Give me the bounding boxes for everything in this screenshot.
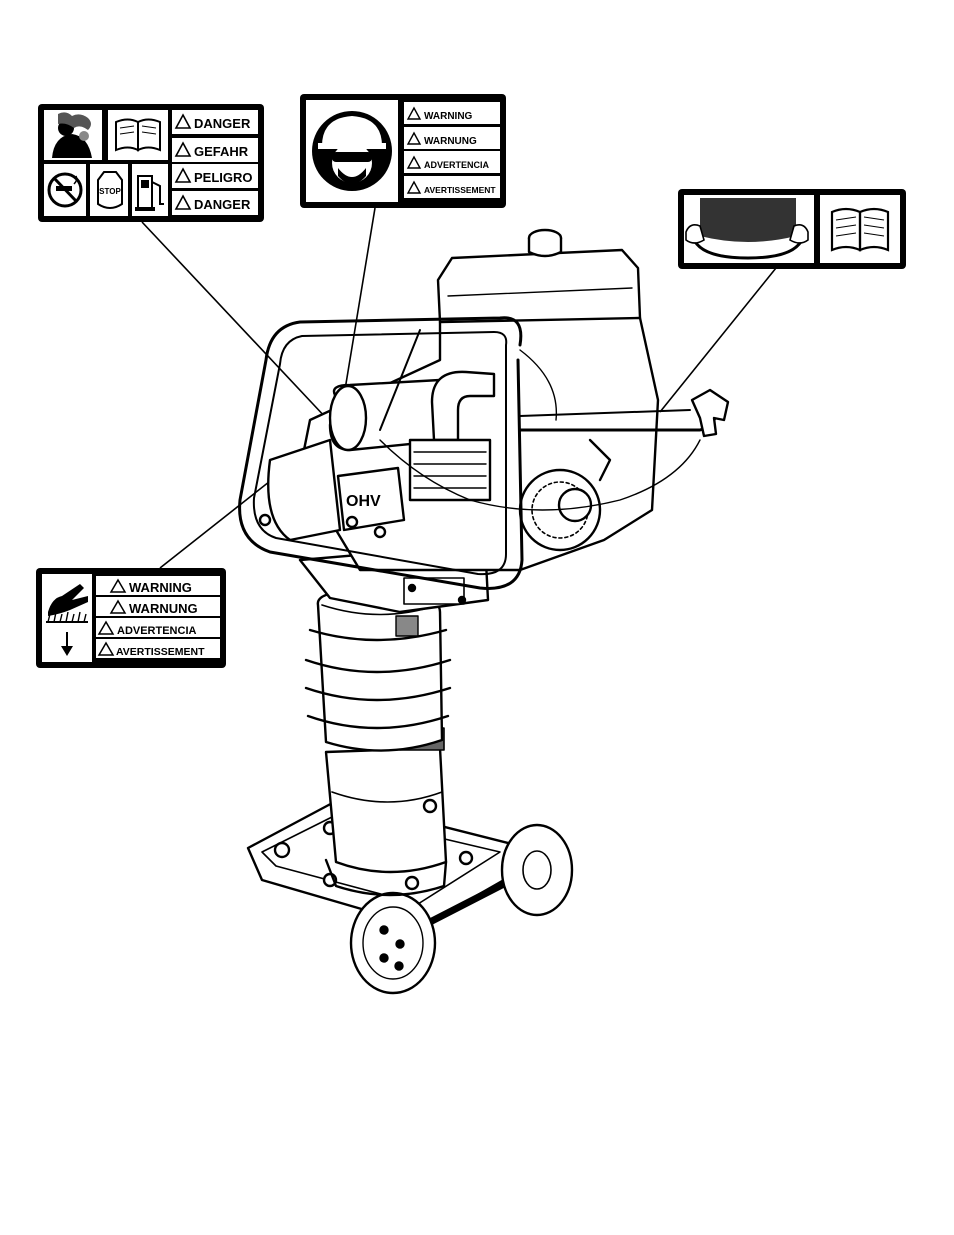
ppe-label-4: AVERTISSEMENT (424, 185, 496, 195)
manual-book-icon (830, 207, 890, 252)
hand-label-3: ADVERTENCIA (117, 625, 197, 637)
decal-ppe-warning: WARNING WARNUNG ADVERTENCIA AVERTISSEMEN… (300, 94, 506, 208)
warning-triangle-icon (97, 578, 127, 656)
ppe-label-2: WARNUNG (424, 136, 477, 147)
transport-wheels (349, 823, 574, 995)
danger-label-1: DANGER (194, 116, 251, 131)
warning-triangle-icon (406, 106, 422, 194)
ppe-label-3: ADVERTENCIA (424, 160, 490, 170)
decal-hand-warning: WARNING WARNUNG ADVERTENCIA AVERTISSEMEN… (36, 568, 226, 668)
hand-label-4: AVERTISSEMENT (116, 646, 205, 658)
hand-label-1: WARNING (129, 580, 192, 595)
no-smoking-icon (47, 172, 83, 208)
hard-hat-goggles-mask-icon (312, 111, 392, 191)
exhaust-fumes-icon (52, 112, 92, 158)
fuel-pump-icon (135, 175, 164, 211)
hand-label-2: WARNUNG (129, 601, 198, 616)
danger-label-3: PELIGRO (194, 170, 253, 185)
hand-crush-icon (46, 584, 88, 623)
ohv-engine-mark: OHV (346, 493, 381, 510)
ppe-label-1: WARNING (424, 111, 473, 122)
manual-book-icon (115, 118, 161, 152)
bellows (304, 588, 452, 752)
decal-lifting (678, 189, 906, 269)
engine-body: OHV (258, 316, 701, 572)
danger-label-4: DANGER (194, 197, 251, 212)
warning-triangle-icon (174, 113, 192, 210)
danger-label-2: GEFAHR (194, 144, 249, 159)
leader-line-danger (141, 221, 329, 421)
throttle-lever (690, 388, 730, 438)
engine-stop-icon: STOP (97, 171, 123, 209)
leader-line-lifting (659, 267, 777, 413)
two-hand-lift-icon (685, 198, 809, 260)
decal-danger: STOP DANGER GEFAHR PELIGRO DANGER (38, 104, 264, 222)
rammer-machine: OHV (238, 228, 730, 995)
stop-text: STOP (99, 187, 121, 196)
down-arrow-icon (61, 632, 73, 656)
